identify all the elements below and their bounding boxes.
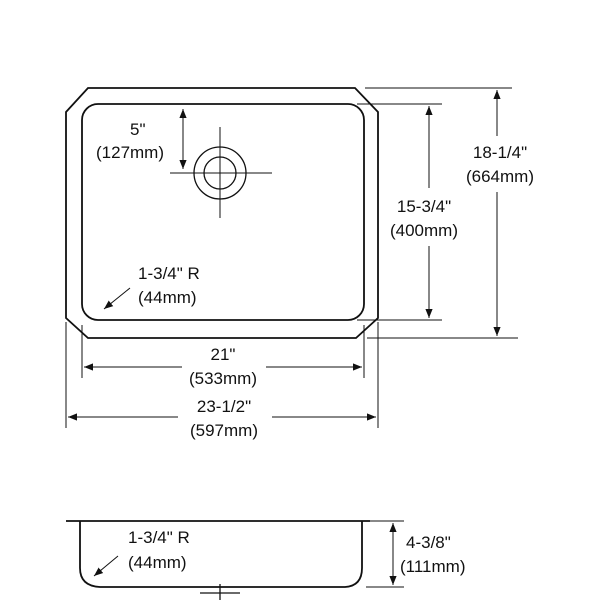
overall-width-imperial: 23-1/2" [197,397,251,416]
top-corner-radius-metric: (44mm) [138,288,197,307]
top-corner-radius-callout: 1-3/4" R (44mm) [103,264,200,310]
bowl-width-metric: (533mm) [189,369,257,388]
bowl-width-imperial: 21" [211,345,236,364]
side-bowl-profile [79,521,363,588]
overall-width-dimension: 23-1/2" (597mm) [68,397,376,440]
bowl-depth-metric: (111mm) [400,557,466,576]
side-view: 1-3/4" R (44mm) 4-3/8" (111mm) [66,520,466,600]
overall-length-dimension: 18-1/4" (664mm) [466,90,534,336]
sink-bowl-outline [81,103,365,321]
side-corner-radius-metric: (44mm) [128,553,187,572]
overall-width-metric: (597mm) [190,421,258,440]
drain-offset-dimension: 5" (127mm) [96,109,187,169]
side-corner-radius-callout: 1-3/4" R (44mm) [93,528,190,577]
bowl-depth-dimension: 4-3/8" (111mm) [389,523,466,585]
bowl-length-dimension: 15-3/4" (400mm) [390,106,458,318]
drain-offset-metric: (127mm) [96,143,164,162]
drain-offset-imperial: 5" [130,120,146,139]
bowl-length-imperial: 15-3/4" [397,197,451,216]
sink-outer-rim [65,87,379,339]
bowl-length-metric: (400mm) [390,221,458,240]
bowl-depth-imperial: 4-3/8" [406,533,451,552]
top-corner-radius-imperial: 1-3/4" R [138,264,200,283]
side-corner-radius-imperial: 1-3/4" R [128,528,190,547]
bowl-width-dimension: 21" (533mm) [84,345,362,388]
overall-length-metric: (664mm) [466,167,534,186]
top-view: 5" (127mm) 1-3/4" R (44mm) 21" (533mm) 2… [65,87,534,440]
drain-icon [170,127,272,218]
overall-length-imperial: 18-1/4" [473,143,527,162]
